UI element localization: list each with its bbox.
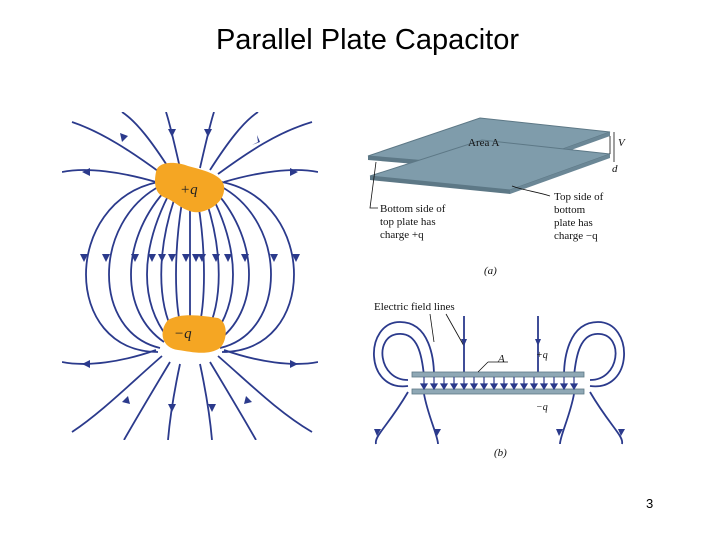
negative-charge: −q bbox=[162, 315, 226, 353]
capacitor-field-figure-b: Electric field lines bbox=[373, 301, 625, 459]
page-number: 3 bbox=[646, 496, 654, 511]
svg-text:charge +q: charge +q bbox=[380, 229, 424, 241]
bottom-plate bbox=[369, 139, 611, 194]
top-side-label: Top side of bottom plate has charge −q bbox=[554, 191, 604, 242]
fringe-field-lines bbox=[373, 316, 625, 445]
svg-text:Bottom side of: Bottom side of bbox=[380, 203, 446, 215]
positive-charge: +q bbox=[155, 162, 225, 213]
svg-text:top plate has: top plate has bbox=[380, 216, 436, 228]
plates-side-view bbox=[411, 371, 585, 395]
svg-text:charge −q: charge −q bbox=[554, 230, 598, 242]
caption-a: (a) bbox=[484, 265, 497, 277]
field-lines bbox=[62, 112, 318, 440]
slide-title: Parallel Plate Capacitor bbox=[215, 24, 520, 56]
bottom-side-leader bbox=[369, 161, 378, 209]
area-label: Area A bbox=[468, 137, 500, 149]
svg-text:Top side of: Top side of bbox=[554, 191, 604, 203]
bottom-plate-side bbox=[411, 388, 585, 395]
negative-charge-label: −q bbox=[174, 326, 192, 342]
separation-label: d bbox=[612, 163, 618, 175]
dipole-field-diagram: +q −q bbox=[62, 112, 318, 440]
plus-q-label: +q bbox=[536, 350, 548, 361]
positive-charge-label: +q bbox=[180, 182, 198, 198]
field-arrows bbox=[80, 129, 300, 412]
voltage-label: V bbox=[618, 137, 626, 149]
caption-b: (b) bbox=[494, 447, 507, 459]
minus-q-label: −q bbox=[536, 402, 548, 413]
top-side-leader bbox=[511, 185, 551, 197]
top-plate-side bbox=[411, 371, 585, 378]
capacitor-plates-figure-a: Area A V d Bottom side of top plate has … bbox=[367, 117, 626, 277]
area-label-b: A bbox=[497, 353, 505, 365]
fringe-arrows bbox=[374, 339, 625, 436]
uniform-field-arrows bbox=[419, 377, 579, 391]
svg-text:bottom: bottom bbox=[554, 204, 586, 216]
svg-text:plate has: plate has bbox=[554, 217, 593, 229]
field-lines-label: Electric field lines bbox=[374, 301, 455, 313]
bottom-side-label: Bottom side of top plate has charge +q bbox=[380, 203, 446, 241]
